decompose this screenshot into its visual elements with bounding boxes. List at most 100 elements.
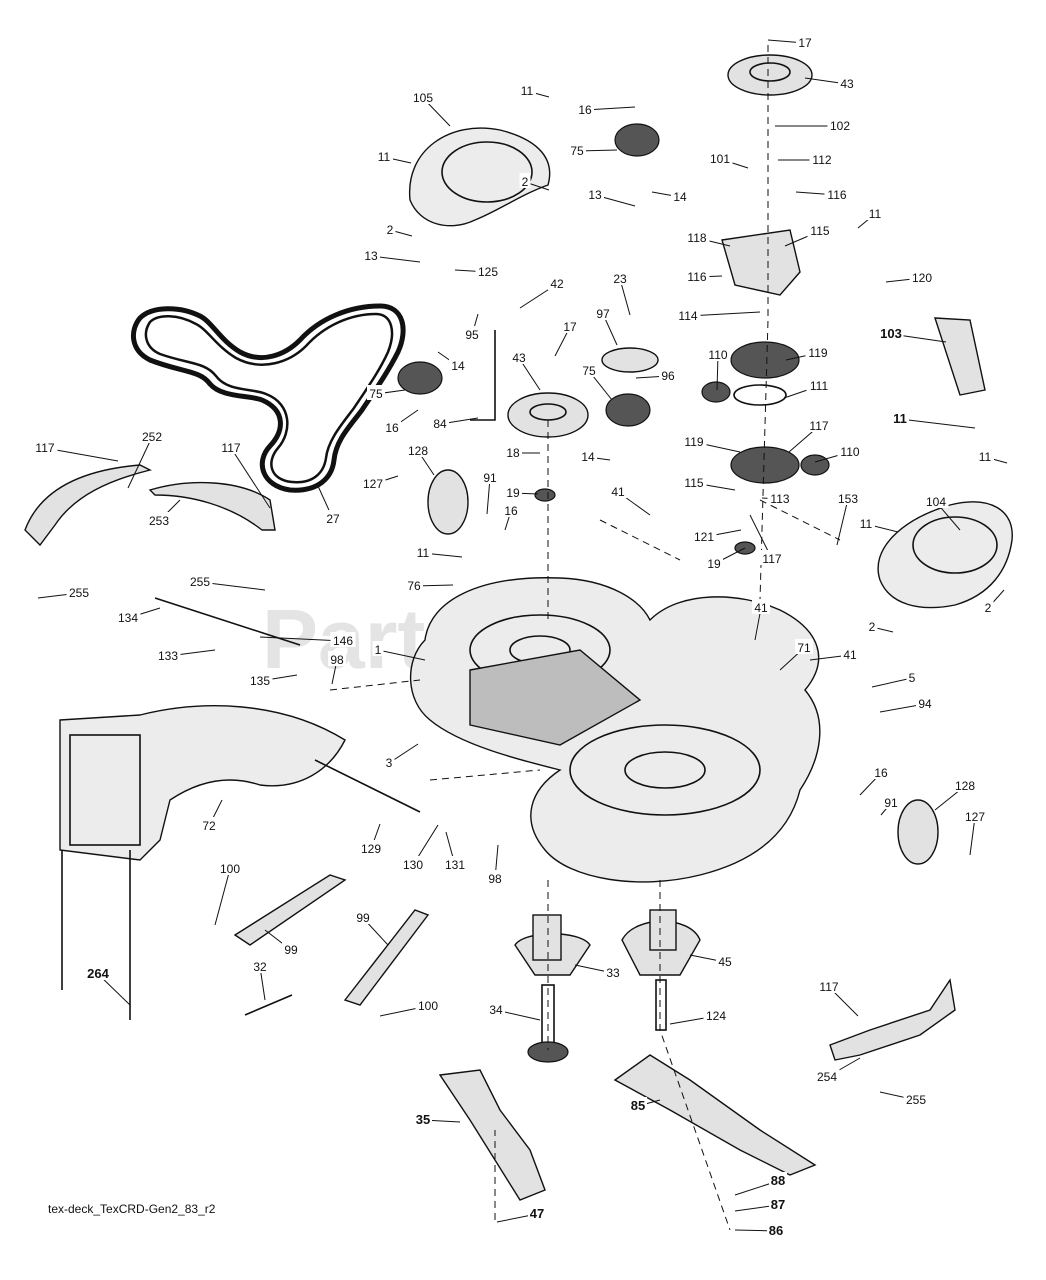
callout-label: 13 xyxy=(588,188,602,202)
spring xyxy=(244,994,293,1016)
callout-label-background xyxy=(372,641,384,656)
callout-label: 110 xyxy=(840,445,859,459)
callout-label: 104 xyxy=(926,495,946,509)
callout-label-background xyxy=(759,550,785,565)
top-pulley xyxy=(727,54,813,96)
callout-label: 16 xyxy=(874,766,888,780)
callout-label-background xyxy=(611,270,629,285)
center-baffle xyxy=(148,481,276,531)
callout-label: 43 xyxy=(512,351,526,365)
callout-label-background xyxy=(671,188,689,203)
callout-label-background xyxy=(115,609,141,624)
callout-label-background xyxy=(752,599,770,614)
callout-label: 125 xyxy=(478,265,498,279)
right-spindle-shaft xyxy=(655,979,667,1031)
callout-label-background xyxy=(809,151,835,166)
callout-label-background xyxy=(405,442,431,457)
callout-label-background xyxy=(217,860,243,875)
callout-label: 2 xyxy=(387,223,394,237)
callout-label-background xyxy=(872,764,890,779)
callout-label: 114 xyxy=(678,309,697,323)
callout-label-background xyxy=(705,346,731,361)
callout-leader xyxy=(836,498,849,546)
callout-label-background xyxy=(375,148,393,163)
callout-label-background xyxy=(414,544,432,559)
callout-label: 2 xyxy=(522,175,529,189)
callout-label: 47 xyxy=(530,1206,544,1221)
callout-label-background xyxy=(806,377,832,392)
callout-label: 91 xyxy=(884,796,898,810)
callout-label: 94 xyxy=(918,697,932,711)
callout-label: 43 xyxy=(840,77,854,91)
callout-label: 117 xyxy=(35,441,54,455)
callout-label-background xyxy=(405,577,423,592)
chute-opening xyxy=(69,734,141,846)
callout-label: 3 xyxy=(386,756,393,770)
callout-label-background xyxy=(251,958,269,973)
gear-small-right xyxy=(800,454,830,476)
callout-label-background xyxy=(827,117,853,132)
callout-label: 117 xyxy=(221,441,240,455)
callout-label: 116 xyxy=(827,188,846,202)
front-hanger-rod xyxy=(154,597,301,646)
callout-label-background xyxy=(835,490,861,505)
callout-label: 97 xyxy=(596,307,610,321)
callout-label: 16 xyxy=(504,504,518,518)
lift-arm-right xyxy=(343,909,430,1006)
callout-label: 32 xyxy=(253,960,267,974)
callout-label-background xyxy=(510,349,528,364)
callout-label-background xyxy=(805,344,831,359)
callout-label-background xyxy=(487,1001,505,1016)
callout-label-background xyxy=(866,205,884,220)
callout-label-background xyxy=(383,419,401,434)
gear-lower xyxy=(730,446,800,484)
callout-label: 96 xyxy=(661,369,675,383)
callout-label: 119 xyxy=(808,346,827,360)
callout-label-background xyxy=(362,247,380,262)
gauge-wheel-left xyxy=(427,469,469,535)
callout-label-background xyxy=(568,142,586,157)
callout-label-background xyxy=(767,1222,785,1237)
callout-label-background xyxy=(681,433,707,448)
callout-label: 84 xyxy=(433,417,447,431)
callout-label-background xyxy=(684,268,710,283)
callout-label-background xyxy=(841,646,859,661)
callout-label: 101 xyxy=(710,152,730,166)
callout-label-background xyxy=(187,573,213,588)
callout-label-background xyxy=(414,1111,432,1126)
callout-label: 255 xyxy=(190,575,210,589)
callout-label: 87 xyxy=(771,1197,785,1212)
callout-label: 1 xyxy=(375,643,382,657)
callout-label: 98 xyxy=(330,653,344,667)
callout-label-background xyxy=(824,186,850,201)
callout-label: 41 xyxy=(611,485,625,499)
callout-label-background xyxy=(952,777,978,792)
callout-label-background xyxy=(767,490,793,505)
callout-label-background xyxy=(923,493,949,508)
belt-cover-opening xyxy=(441,141,533,203)
callout-label-background xyxy=(85,965,111,980)
callout-label: 14 xyxy=(451,359,465,373)
callout-label: 103 xyxy=(880,326,902,341)
callout-label: 11 xyxy=(521,84,534,98)
callout-label: 17 xyxy=(563,320,577,334)
callout-label-background xyxy=(691,528,717,543)
left-blade xyxy=(438,1069,546,1201)
callout-label: 86 xyxy=(769,1223,783,1238)
lift-cables xyxy=(61,850,131,1020)
callout-label: 99 xyxy=(356,911,370,925)
callout-leader xyxy=(377,649,426,661)
callout-label-background xyxy=(384,221,396,236)
discharge-chute xyxy=(59,705,346,861)
callout-label-background xyxy=(200,817,218,832)
callout-label: 128 xyxy=(408,444,428,458)
callout-label-background xyxy=(604,964,622,979)
callout-label-background xyxy=(814,1068,840,1083)
callout-label-background xyxy=(576,101,594,116)
callout-label: 76 xyxy=(407,579,421,593)
callout-leader xyxy=(259,636,344,642)
callout-label-background xyxy=(909,269,935,284)
callout-label: 133 xyxy=(158,649,178,663)
callout-label-background xyxy=(449,357,467,372)
callout-label-background xyxy=(486,870,504,885)
